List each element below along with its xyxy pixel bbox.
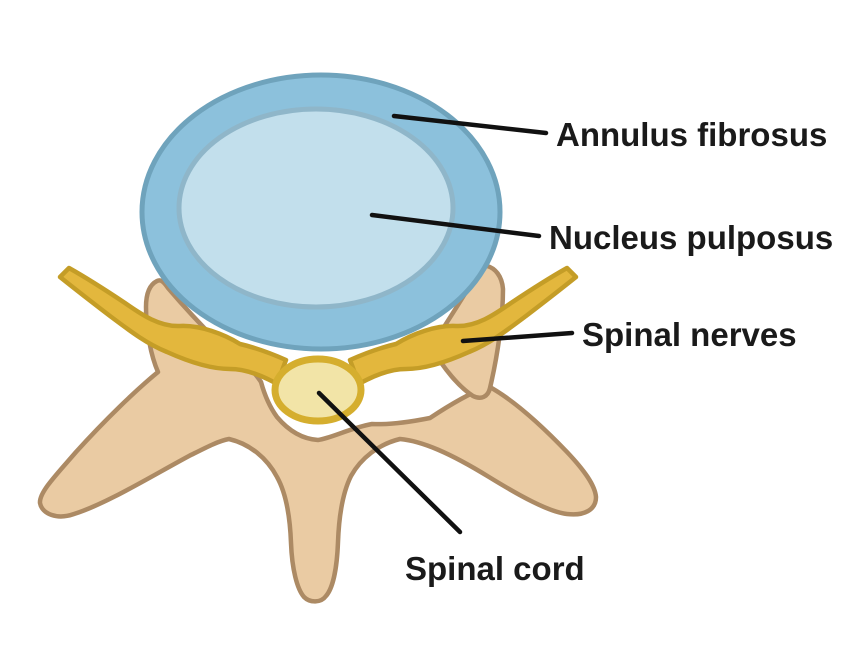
label-annulus-fibrosus: Annulus fibrosus — [556, 116, 827, 153]
leader-line-nerves — [460, 330, 575, 344]
nucleus-pulposus-shape — [176, 106, 456, 310]
leader-line-nucleus — [369, 212, 542, 239]
label-nucleus-pulposus: Nucleus pulposus — [549, 219, 833, 256]
spinal-nerve-right — [347, 265, 579, 387]
spinal-cord-shape — [271, 355, 365, 425]
label-spinal-nerves: Spinal nerves — [582, 316, 797, 353]
leader-line-cord — [316, 390, 463, 535]
leader-line-annulus — [391, 113, 549, 136]
label-spinal-cord: Spinal cord — [405, 550, 585, 587]
vertebra-bone — [37, 278, 599, 604]
spinal-nerve-left — [57, 265, 289, 387]
